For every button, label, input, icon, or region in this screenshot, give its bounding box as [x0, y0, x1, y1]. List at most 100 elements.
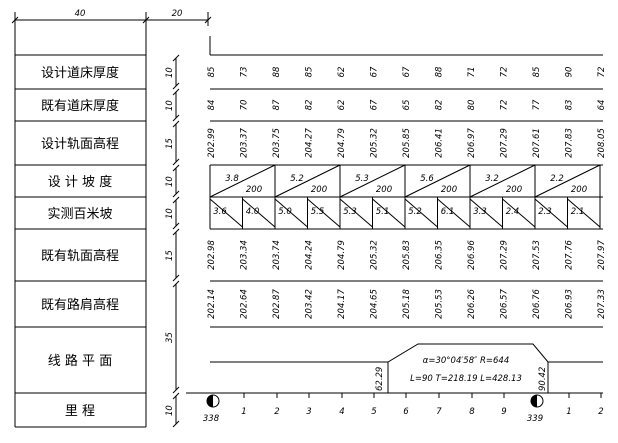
- row-label: 线 路 平 面: [48, 353, 112, 369]
- shoulder-value: 205.53: [435, 289, 445, 319]
- design-rail-value: 207.83: [565, 128, 575, 158]
- design-rail-value: 203.75: [272, 128, 282, 158]
- row-height-label: 10: [165, 405, 175, 416]
- existing-bed-value: 87: [272, 99, 282, 110]
- shoulder-value: 202.87: [272, 289, 282, 319]
- design-rail-value: 206.97: [467, 128, 477, 158]
- design-grade-length: 200: [376, 185, 392, 195]
- kilometer-post-label: 338: [203, 414, 220, 424]
- measured-grade-value: 2.1: [571, 207, 585, 217]
- design-rail-value: 207.29: [500, 128, 510, 158]
- shoulder-value: 206.57: [500, 289, 510, 319]
- measured-grade-value: 5.5: [311, 207, 325, 217]
- row-label: 实测百米坡: [47, 207, 112, 222]
- row-height-label: 15: [165, 250, 175, 261]
- existing-rail-value: 207.76: [565, 240, 575, 270]
- design-rail-value: 205.85: [402, 128, 412, 158]
- design-grade-length: 200: [441, 185, 457, 195]
- existing-bed-value: 70: [240, 100, 250, 111]
- existing-rail-value: 203.34: [240, 240, 250, 270]
- design-grade-value: 3.8: [225, 174, 239, 184]
- row-height-label: 10: [165, 176, 175, 187]
- hectometer-tick: 7: [436, 407, 442, 417]
- measured-grade-value: 3.3: [473, 207, 487, 217]
- dimension-label-20: 20: [172, 9, 183, 19]
- hectometer-tick: 8: [469, 407, 475, 417]
- design-grade-length: 200: [246, 185, 262, 195]
- existing-bed-value: 83: [565, 100, 575, 111]
- curve-end-chainage: 90.42: [538, 367, 548, 391]
- measured-grade-value: 5.2: [408, 207, 422, 217]
- row-height-label: 10: [165, 67, 175, 78]
- existing-rail-value: 207.53: [532, 240, 542, 270]
- existing-bed-value: 82: [435, 100, 445, 111]
- design-bed-value: 67: [370, 66, 380, 77]
- curve-elements-line2: L=90 T=218.19 L=428.13: [410, 374, 522, 384]
- existing-bed-value: 64: [597, 100, 607, 111]
- shoulder-value: 207.33: [597, 289, 607, 319]
- design-bed-value: 90: [565, 67, 575, 78]
- shoulder-value: 204.17: [337, 289, 347, 319]
- existing-rail-value: 206.35: [435, 240, 445, 270]
- design-bed-value: 72: [597, 67, 607, 78]
- shoulder-value: 206.76: [532, 289, 542, 319]
- design-bed-value: 85: [305, 67, 315, 78]
- row-height-label: 10: [165, 208, 175, 219]
- existing-rail-value: 205.32: [370, 240, 380, 270]
- design-rail-value: 208.05: [597, 128, 607, 158]
- design-bed-value: 88: [435, 66, 445, 77]
- curve-elements-line1: α=30°04′58″ R=644: [423, 356, 509, 366]
- dimension-label-40: 40: [75, 9, 86, 19]
- design-rail-value: 204.27: [305, 128, 315, 158]
- design-bed-value: 62: [337, 67, 347, 78]
- row-height-label: 15: [165, 138, 175, 149]
- shoulder-value: 206.93: [565, 289, 575, 319]
- existing-rail-value: 202.98: [207, 240, 217, 270]
- design-bed-value: 73: [240, 67, 250, 78]
- shoulder-value: 204.65: [370, 289, 380, 319]
- measured-grade-value: 5.1: [376, 207, 390, 217]
- row-label: 设计轨面高程: [41, 136, 119, 152]
- measured-grade-value: 5.3: [343, 207, 357, 217]
- existing-rail-value: 206.96: [467, 240, 477, 270]
- existing-rail-value: 204.79: [337, 240, 347, 270]
- existing-bed-value: 77: [532, 99, 542, 110]
- measured-grade-value: 5.0: [278, 207, 292, 217]
- design-bed-value: 85: [532, 67, 542, 78]
- measured-grade-value: 3.6: [213, 207, 227, 217]
- alignment-plan: 62.29 90.42 α=30°04′58″ R=644 L=90 T=218…: [210, 343, 603, 393]
- existing-bed-value: 65: [402, 100, 412, 111]
- shoulder-value: 203.42: [305, 289, 315, 319]
- row-label: 既有路肩高程: [41, 297, 119, 313]
- design-bed-value: 71: [467, 67, 477, 78]
- design-grade-value: 2.2: [550, 174, 564, 184]
- design-bed-value: 85: [207, 67, 217, 78]
- hectometer-tick: 2: [274, 407, 279, 417]
- design-rail-value: 205.32: [370, 128, 380, 158]
- shoulder-value: 205.18: [402, 289, 412, 319]
- curve-start-chainage: 62.29: [375, 367, 385, 391]
- design-grade-length: 200: [571, 185, 587, 195]
- row-label: 设计道床厚度: [41, 65, 119, 81]
- design-bed-value: 67: [402, 66, 412, 77]
- design-rail-value: 203.37: [240, 128, 250, 158]
- row-height-label: 35: [165, 332, 175, 343]
- design-grade-length: 200: [506, 185, 522, 195]
- hectometer-tick: 3: [306, 407, 311, 417]
- existing-bed-value: 80: [467, 100, 477, 111]
- row-label: 设 计 坡 度: [48, 174, 112, 190]
- design-bed-value: 88: [272, 66, 282, 77]
- existing-rail-value: 207.29: [500, 240, 510, 270]
- design-rail-value: 207.61: [532, 128, 542, 158]
- design-rail-value: 202.99: [207, 128, 217, 158]
- hectometer-tick: 9: [501, 407, 506, 417]
- shoulder-value: 202.64: [240, 289, 250, 319]
- measured-grade-value: 2.3: [538, 207, 552, 217]
- existing-rail-value: 204.24: [305, 240, 315, 270]
- design-grade-value: 5.3: [355, 174, 369, 184]
- hectometer-tick: 6: [403, 407, 409, 417]
- hectometer-tick: 4: [339, 407, 344, 417]
